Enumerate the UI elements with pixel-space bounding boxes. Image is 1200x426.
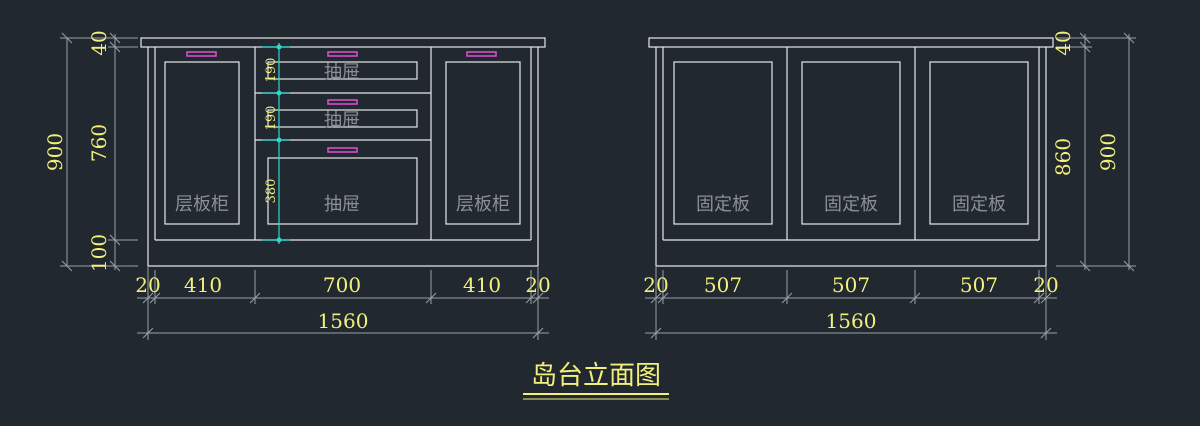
right-cabinet-door [445, 61, 521, 225]
fixed-panel-1-label: 固定板 [696, 194, 750, 215]
dim-507-1: 507 [704, 273, 742, 297]
dim-side-20-left-b: 20 [525, 273, 550, 297]
fixed-panel-3 [929, 61, 1029, 225]
drawer-middle-front [267, 109, 418, 128]
right-elevation: 固定板 固定板 固定板 40 860 900 2 [643, 30, 1136, 340]
left-cabinet-handle [186, 51, 217, 57]
drawing-title: 岛台立面图 [531, 361, 661, 391]
drawer-bottom-label: 抽屉 [324, 194, 360, 215]
drawer-top-front [267, 61, 418, 80]
dim-top-40-left: 40 [87, 30, 111, 55]
right-countertop [648, 37, 1054, 48]
left-cabinet-door [164, 61, 240, 225]
right-cabinet-handle [466, 51, 497, 57]
dim-total-1560-left: 1560 [318, 309, 369, 333]
drawer-middle-label: 抽屉 [324, 110, 360, 131]
drawer-bottom-front [267, 157, 418, 225]
dim-body-860: 860 [1051, 138, 1075, 176]
drawer-top-label: 抽屉 [324, 62, 360, 83]
dim-plinth-100: 100 [87, 234, 111, 272]
dim-top-40-right: 40 [1051, 30, 1075, 55]
left-countertop [140, 37, 546, 48]
drawer-top-handle [327, 51, 358, 57]
dim-410-left: 410 [184, 273, 222, 297]
fixed-panel-2 [801, 61, 901, 225]
dim-total-1560-right: 1560 [826, 309, 877, 333]
dim-side-20-right-a: 20 [643, 273, 668, 297]
dim-side-20-right-b: 20 [1033, 273, 1058, 297]
drawer-middle-handle [327, 99, 358, 105]
dim-507-2: 507 [832, 273, 870, 297]
drawer-dim-1: 190 [264, 58, 279, 83]
dim-total-900-right: 900 [1096, 133, 1120, 171]
drawer-bottom-handle [327, 147, 358, 153]
dim-410-right: 410 [463, 273, 501, 297]
dim-700: 700 [323, 273, 361, 297]
dim-507-3: 507 [960, 273, 998, 297]
dim-body-760: 760 [87, 124, 111, 162]
right-cabinet-label: 层板柜 [456, 194, 510, 215]
fixed-panel-3-label: 固定板 [952, 194, 1006, 215]
fixed-panel-1 [673, 61, 773, 225]
left-cabinet-label: 层板柜 [175, 194, 229, 215]
fixed-panel-2-label: 固定板 [824, 194, 878, 215]
drawer-dim-2: 190 [264, 106, 279, 131]
drawer-dim-3: 380 [264, 179, 279, 204]
dim-side-20-left-a: 20 [135, 273, 160, 297]
left-elevation: 层板柜 抽屉 抽屉 抽屉 层板柜 190 190 380 [43, 30, 551, 340]
dim-total-900-left: 900 [43, 133, 67, 171]
